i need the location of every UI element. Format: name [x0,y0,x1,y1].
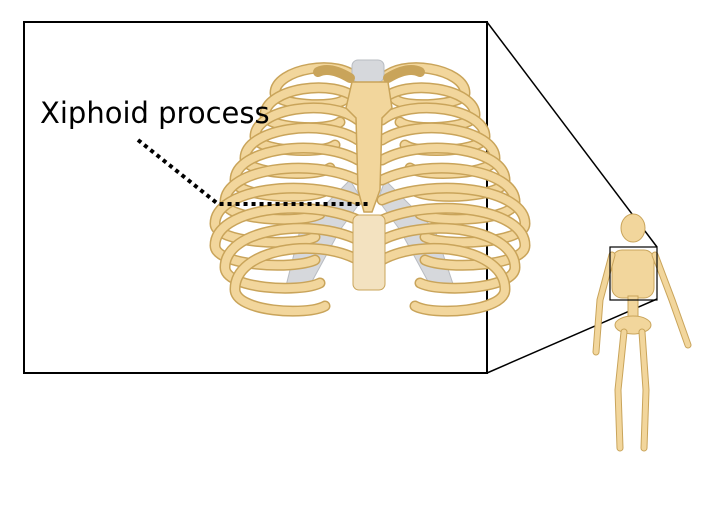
rib-right [378,184,530,247]
label-leader-line [136,138,368,206]
zoom-region-box [609,246,658,301]
rib-cage [209,59,531,317]
rib-left [210,184,362,247]
lumbar-vertebrae [352,214,386,291]
clavicle-right [383,65,425,83]
sternum [345,81,393,213]
pelvis [614,315,652,335]
rib-right [378,204,530,270]
small-spine [627,295,639,319]
full-skeleton [592,213,692,452]
zoom-connector-top [486,21,658,248]
vertebra-top [351,59,385,83]
rib-left [230,244,362,316]
rib-left [210,204,362,270]
leg-left [615,329,627,451]
rib-right [378,244,510,316]
rib-left [220,224,362,293]
arm-right [652,252,691,348]
rib-right [378,224,520,293]
arm-left [593,252,615,355]
xiphoid-process-label: Xiphoid process [40,96,270,130]
leg-right [639,329,649,451]
skull [620,213,646,243]
clavicle-left [313,65,355,83]
small-ribcage [611,249,655,299]
